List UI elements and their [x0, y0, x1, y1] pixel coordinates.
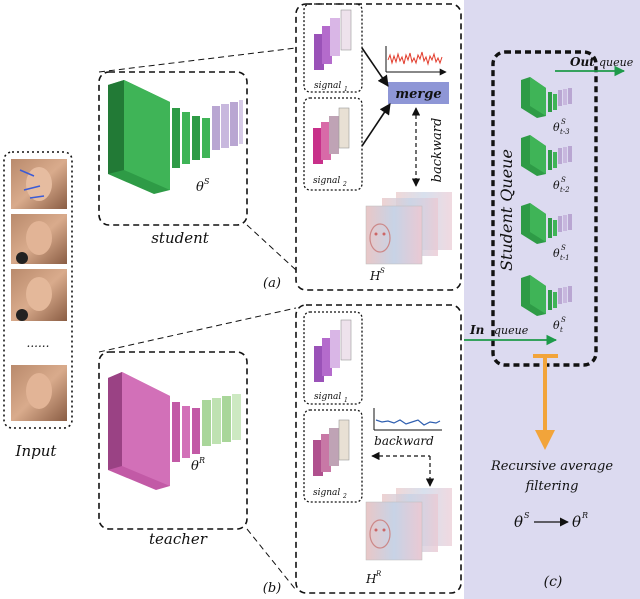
input-face-1 — [11, 159, 67, 209]
theta-r-sup: R — [198, 456, 205, 465]
part-b-label: (b) — [263, 581, 281, 596]
input-dots: ...... — [27, 336, 50, 350]
recursive-line-2: filtering — [525, 479, 579, 494]
connector-line — [246, 224, 297, 271]
merge-label: merge — [395, 87, 441, 102]
part-c-label: (c) — [544, 574, 563, 590]
connector-line — [246, 528, 297, 591]
hs-label: H — [369, 269, 381, 283]
hs-heatmap-stack — [365, 192, 452, 265]
signal2-label-a: signal — [313, 176, 340, 186]
queue-sub-t-1: t-1 — [560, 254, 570, 262]
queue-sup-t-1: S — [561, 244, 566, 252]
hr-sup: R — [375, 570, 382, 578]
input-strip: ...... — [3, 151, 73, 429]
connector-line — [98, 47, 297, 73]
signal1-label-b: signal — [314, 392, 341, 402]
theta-r-label: θ — [191, 459, 199, 474]
student-network-box — [98, 71, 248, 226]
student-queue-label: Student Queue — [497, 149, 516, 271]
queue-sub-t: t — [560, 326, 563, 334]
hr-label: H — [365, 572, 377, 586]
theta-s-sup: S — [204, 177, 210, 186]
queue-theta-t: θ — [553, 319, 560, 332]
signal1-blocks-b — [314, 319, 352, 382]
queue-model-t-1 — [521, 203, 572, 244]
signal2-blocks-a — [313, 107, 350, 164]
input-face-4 — [11, 365, 67, 421]
queue-model-t-2 — [521, 135, 572, 176]
queue-model-t — [521, 275, 572, 316]
hr-heatmap-stack — [365, 488, 452, 561]
formula-theta-r: θ — [572, 513, 581, 531]
connector-line — [98, 307, 297, 353]
panel-b-box — [295, 304, 462, 594]
queue-sub-t-3: t-3 — [560, 128, 570, 136]
signal2-label-b: signal — [313, 488, 340, 498]
backward-label-b: backward — [374, 434, 434, 448]
blue-signal-plot — [373, 408, 442, 431]
formula-theta-s-sup: S — [524, 511, 530, 520]
queue-theta-t-1: θ — [553, 247, 560, 260]
queue-model-t-3 — [521, 77, 572, 118]
merge-box — [388, 82, 449, 104]
hs-sup: S — [380, 267, 385, 275]
formula-theta-r-sup: R — [581, 511, 588, 520]
recursive-line-1: Recursive average — [490, 459, 613, 474]
teacher-network-box — [98, 351, 248, 530]
part-a-label: (a) — [263, 276, 281, 291]
signal1-blocks-a — [314, 9, 352, 70]
signal2-blocks-b — [313, 419, 350, 476]
red-signal-plot — [385, 46, 447, 76]
queue-sup-t-3: S — [561, 118, 566, 126]
queue-sup-t: S — [561, 316, 566, 324]
input-face-2 — [11, 214, 67, 264]
signal1-sub-b: 1 — [344, 397, 348, 404]
signal1-label-a: signal — [314, 81, 341, 91]
teacher-label: teacher — [149, 530, 208, 548]
out-queue-label-1: Out — [570, 55, 595, 69]
queue-sup-t-2: S — [561, 176, 566, 184]
teacher-network — [108, 372, 241, 490]
queue-theta-t-2: θ — [553, 179, 560, 192]
queue-theta-t-3: θ — [553, 121, 560, 134]
student-label: student — [151, 229, 210, 247]
input-face-3 — [11, 269, 67, 321]
theta-s-label: θ — [196, 180, 204, 195]
out-queue-label-2: queue — [599, 56, 634, 69]
arrow-signal1-merge — [361, 47, 389, 87]
queue-sub-t-2: t-2 — [560, 186, 570, 194]
backward-label-a: backward — [430, 118, 445, 183]
arrow-signal2-merge — [361, 103, 391, 147]
input-label: Input — [15, 442, 58, 460]
signal1-sub-a: 1 — [344, 86, 348, 93]
signal2-sub-a: 2 — [342, 181, 347, 188]
student-network — [108, 80, 243, 194]
formula-theta-s: θ — [514, 513, 523, 531]
signal2-sub-b: 2 — [342, 493, 347, 500]
in-queue-label-2: queue — [494, 324, 529, 337]
panel-a-box — [295, 3, 462, 291]
in-queue-label-1: In — [469, 323, 484, 337]
